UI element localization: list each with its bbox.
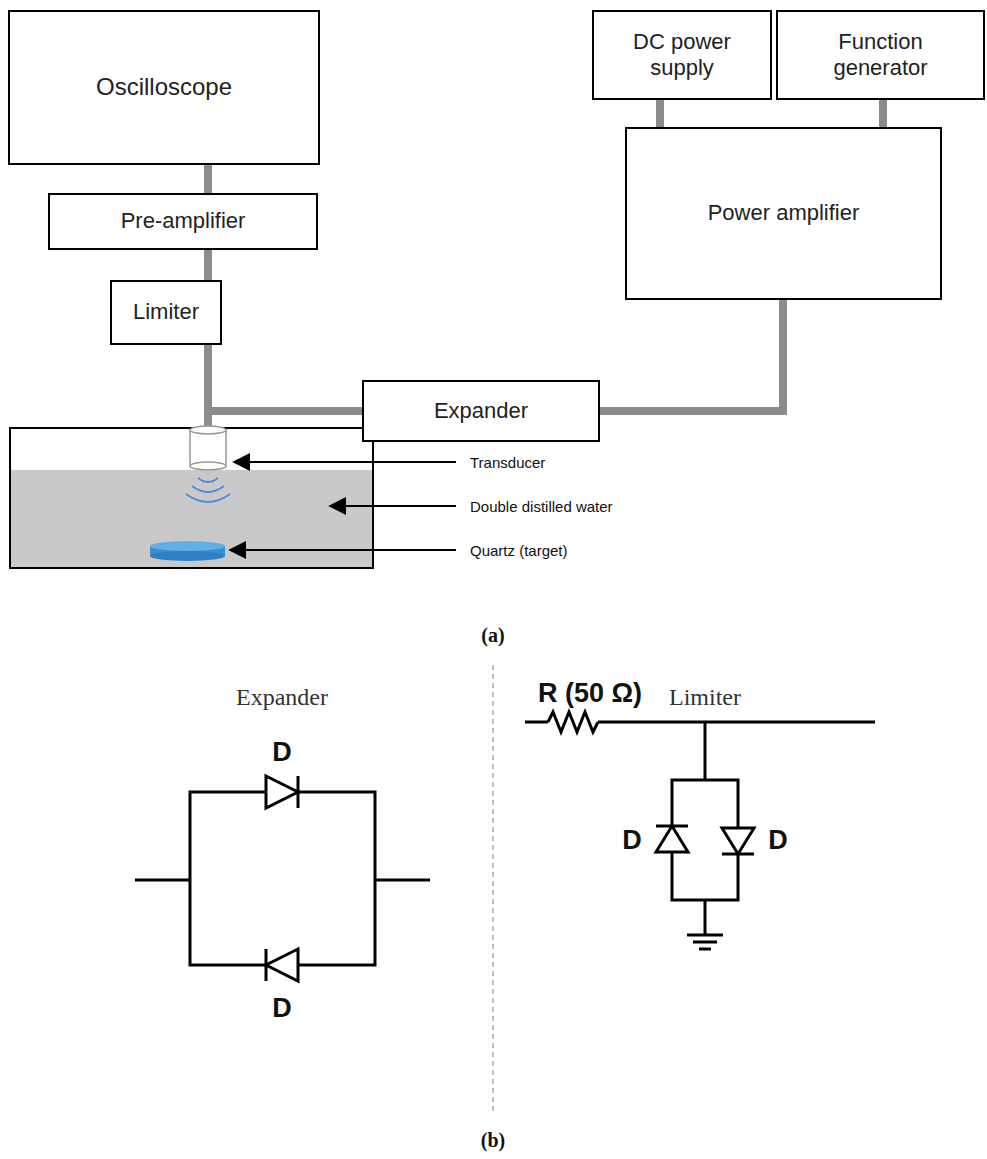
tank-outline bbox=[10, 428, 373, 568]
instrument-box: Oscilloscope bbox=[8, 10, 320, 165]
instrument-box: Power amplifier bbox=[625, 127, 942, 300]
diode-symbol bbox=[722, 828, 754, 854]
cable-connector bbox=[204, 165, 212, 193]
diode-bar bbox=[297, 776, 300, 808]
wire bbox=[598, 721, 875, 724]
instrument-box: Pre-amplifier bbox=[48, 193, 318, 250]
diode-bar bbox=[722, 853, 754, 856]
part-label: Quartz (target) bbox=[470, 542, 568, 559]
circuit-title: Limiter bbox=[669, 684, 741, 711]
box-label: Expander bbox=[434, 398, 528, 424]
wave-arc bbox=[192, 486, 224, 492]
water-tank bbox=[10, 428, 373, 568]
box-label: Function generator bbox=[792, 29, 969, 82]
wire bbox=[704, 900, 707, 935]
part-label: Transducer bbox=[470, 454, 545, 471]
box-label: Pre-amplifier bbox=[121, 208, 246, 234]
leader-arrow bbox=[234, 461, 456, 463]
leader-arrow bbox=[330, 505, 456, 507]
water-fill bbox=[11, 470, 372, 567]
limiter-circuit bbox=[525, 712, 875, 949]
box-label: DC power supply bbox=[608, 29, 756, 82]
quartz-target bbox=[150, 541, 225, 561]
transducer-body bbox=[190, 430, 226, 466]
cable-connector bbox=[656, 100, 664, 127]
instrument-box: Function generator bbox=[776, 10, 985, 100]
wire bbox=[704, 722, 707, 780]
resistor-symbol bbox=[548, 712, 598, 732]
wire-loop bbox=[190, 792, 375, 965]
component-name: D bbox=[768, 825, 788, 856]
panel-divider bbox=[492, 665, 494, 1112]
box-label: Power amplifier bbox=[708, 200, 860, 226]
component-name: D bbox=[272, 993, 292, 1024]
transducer-face bbox=[190, 462, 226, 470]
quartz-bottom bbox=[150, 551, 225, 561]
instrument-box: DC power supply bbox=[592, 10, 772, 100]
panel-label: (b) bbox=[481, 1129, 505, 1152]
instrument-box: Limiter bbox=[110, 280, 222, 345]
diode-symbol bbox=[266, 949, 298, 981]
diode-bar bbox=[265, 949, 268, 981]
ground-symbol bbox=[687, 934, 723, 937]
part-label: Double distilled water bbox=[470, 498, 613, 515]
wire bbox=[375, 879, 430, 882]
transducer-top bbox=[190, 426, 226, 434]
cable-connector bbox=[208, 345, 362, 411]
component-value: R (50 Ω) bbox=[538, 678, 642, 709]
component-name: D bbox=[272, 737, 292, 768]
quartz-top bbox=[150, 541, 225, 551]
cable-connector bbox=[600, 300, 783, 411]
box-label: Oscilloscope bbox=[96, 73, 232, 102]
ground-symbol bbox=[693, 941, 717, 944]
diode-bar bbox=[656, 825, 688, 828]
panel-label: (a) bbox=[481, 624, 504, 647]
cable-connector bbox=[204, 250, 212, 280]
wire bbox=[525, 721, 548, 724]
transducer-symbol bbox=[190, 426, 226, 470]
box-label: Limiter bbox=[133, 299, 199, 325]
circuit-title: Expander bbox=[236, 684, 328, 711]
component-name: D bbox=[622, 825, 642, 856]
leader-arrows bbox=[230, 462, 456, 550]
ground-symbol bbox=[699, 948, 711, 951]
cable-connector bbox=[879, 100, 887, 127]
wire bbox=[135, 879, 190, 882]
instrument-box: Expander bbox=[362, 380, 600, 442]
wave-arc bbox=[198, 478, 218, 482]
wave-arc bbox=[186, 494, 230, 502]
diode-symbol bbox=[656, 826, 688, 852]
leader-arrow bbox=[230, 549, 456, 551]
expander-circuit bbox=[135, 776, 430, 981]
ultrasound-waves bbox=[186, 478, 230, 502]
diode-symbol bbox=[266, 776, 298, 808]
